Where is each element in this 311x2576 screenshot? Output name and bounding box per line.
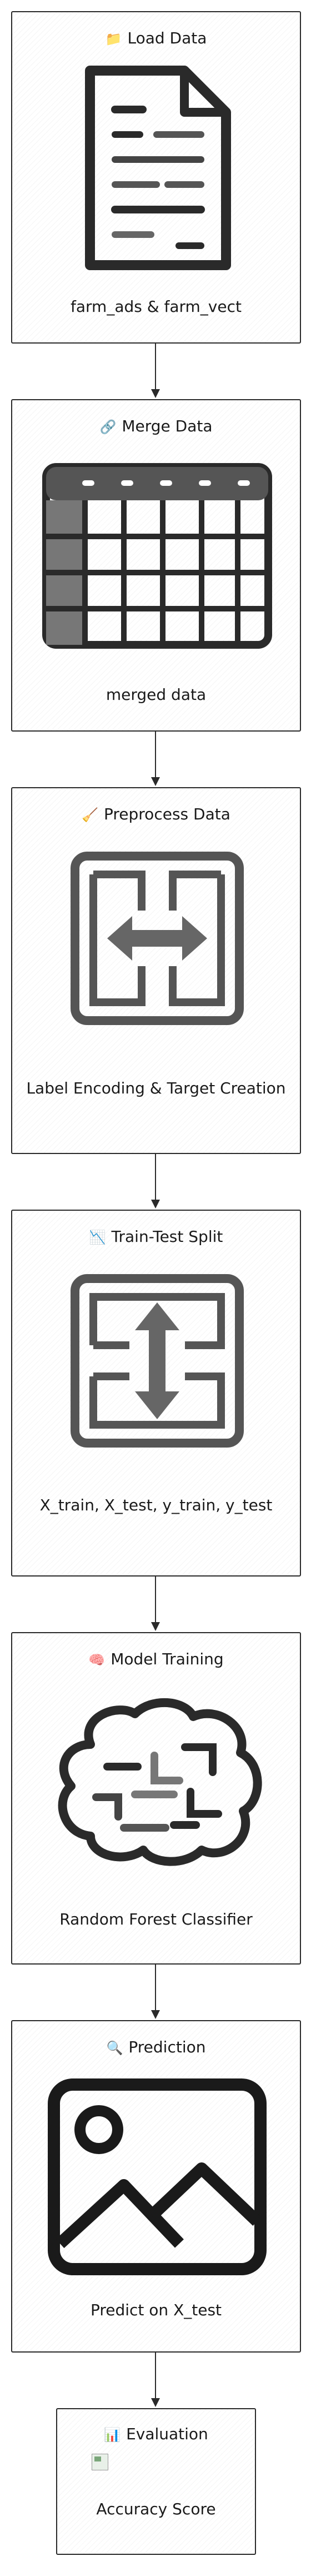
step-caption: X_train, X_test, y_train, y_test — [39, 1496, 273, 1514]
step-title: 📁Load Data — [105, 29, 207, 47]
connector-arrow — [151, 344, 160, 398]
step-card-train-test-split: 📉Train-Test Split X_train, X_test, y_tra… — [11, 1210, 301, 1577]
step-caption: merged data — [106, 685, 207, 704]
table-grid-icon — [42, 463, 272, 649]
document-icon — [85, 66, 231, 270]
connector-arrow — [151, 2353, 160, 2407]
step-title: 🧠Model Training — [88, 1650, 224, 1668]
broken-image-icon — [92, 2454, 108, 2470]
step-title: 📉Train-Test Split — [89, 1227, 223, 1246]
step-caption: Accuracy Score — [96, 2500, 216, 2518]
step-card-model-training: 🧠Model Training Random Forest Classifier — [11, 1632, 301, 1965]
split-arrows-icon — [71, 1274, 244, 1448]
step-caption: Random Forest Classifier — [59, 1910, 253, 1928]
connector-arrow — [151, 1965, 160, 2019]
chart-down-icon: 📉 — [89, 1230, 106, 1245]
link-icon: 🔗 — [99, 419, 117, 435]
folder-icon: 📁 — [105, 31, 122, 47]
merge-arrows-icon — [71, 852, 244, 1025]
step-caption: Predict on X_test — [90, 2301, 222, 2319]
step-card-load-data: 📁Load Data farm_ads & farm_vect — [11, 11, 301, 344]
step-title: 🔍Prediction — [106, 2038, 206, 2056]
step-title: 🧹Preprocess Data — [82, 805, 230, 823]
step-card-preprocess-data: 🧹Preprocess Data Label Encoding & Target… — [11, 787, 301, 1154]
step-card-prediction: 🔍Prediction Predict on X_test — [11, 2020, 301, 2353]
brain-emoji-icon: 🧠 — [88, 1652, 106, 1668]
bar-chart-icon: 📊 — [104, 2427, 121, 2443]
image-placeholder-icon — [48, 2078, 267, 2275]
brain-icon — [58, 1698, 262, 1866]
step-caption: Label Encoding & Target Creation — [26, 1079, 286, 1097]
step-card-merge-data: 🔗Merge Data me — [11, 399, 301, 732]
step-title: 📊Evaluation — [104, 2425, 208, 2443]
connector-arrow — [151, 1577, 160, 1631]
step-caption: farm_ads & farm_vect — [71, 297, 242, 316]
step-card-evaluation: 📊Evaluation Accuracy Score — [56, 2408, 256, 2555]
broom-icon: 🧹 — [82, 807, 98, 823]
magnifier-icon: 🔍 — [106, 2040, 123, 2056]
step-title: 🔗Merge Data — [99, 417, 213, 435]
connector-arrow — [151, 1154, 160, 1209]
connector-arrow — [151, 732, 160, 786]
